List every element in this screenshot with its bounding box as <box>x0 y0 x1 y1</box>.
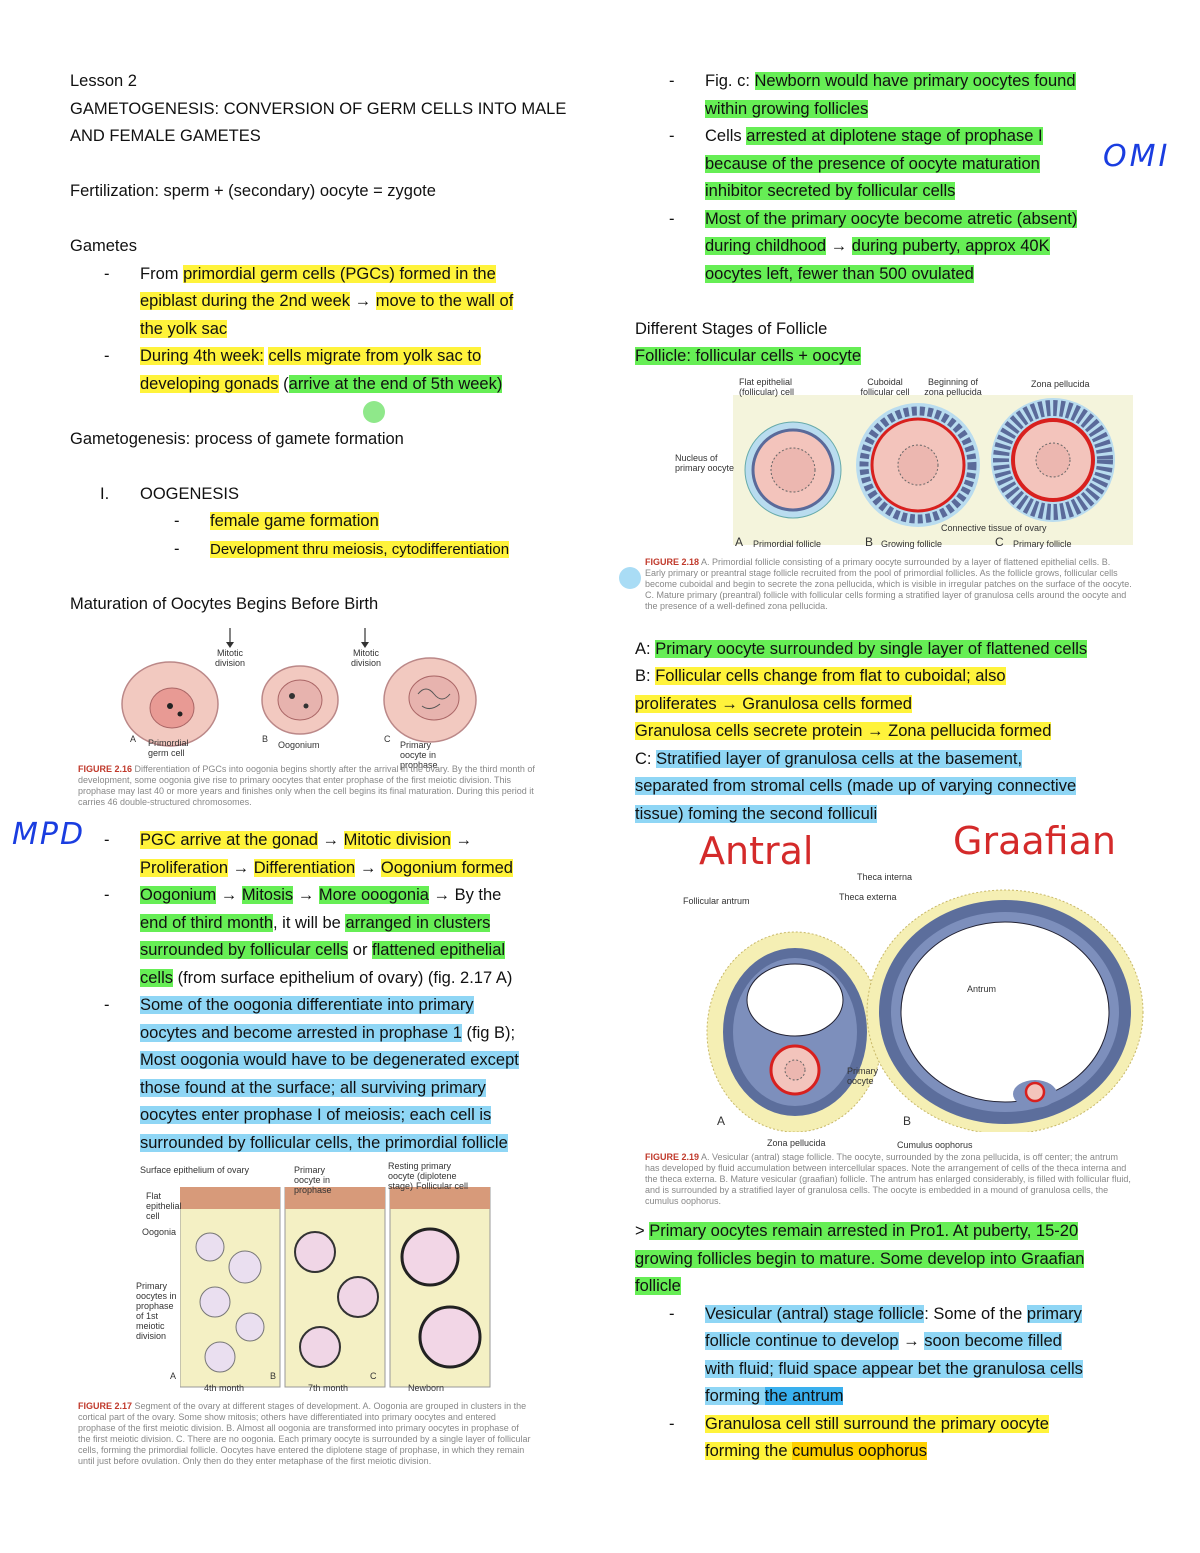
figure-2-19-illustration <box>706 889 1144 1132</box>
handwritten-omi: OMI <box>1103 139 1171 174</box>
blue-dot-marker <box>619 566 641 589</box>
fertilization-definition: Fertilization: sperm + (secondary) oocyt… <box>70 182 436 200</box>
diplotene-bullet: - Cells arrested at diplotene stage of p… <box>669 127 1171 200</box>
figure-2-18-caption: FIGURE 2.18 A. Primordial follicle consi… <box>645 556 1132 611</box>
gametes-heading: Gametes <box>70 237 137 255</box>
handwritten-mpd: MPD <box>12 817 86 852</box>
oogenesis-sub-2: - Development thru meiosis, cytodifferen… <box>174 539 510 558</box>
page-title-line1: GAMETOGENESIS: CONVERSION OF GERM CELLS … <box>70 99 567 118</box>
lesson-label: Lesson 2 <box>70 72 137 90</box>
oogenesis-heading: I. OOGENESIS <box>100 484 240 503</box>
figure-2-19-caption: FIGURE 2.19 A. Vesicular (antral) stage … <box>645 1152 1131 1206</box>
right-column: - Fig. c: Newborn would have primary ooc… <box>619 68 1171 1466</box>
figure-2-18-illustration <box>733 394 1133 545</box>
figure-2-16: Mitotic division Mitotic division A Prim… <box>70 624 540 819</box>
follicle-stages-heading: Different Stages of Follicle <box>635 319 828 338</box>
gametes-bullet-1: - From primordial germ cells (PGCs) form… <box>104 264 514 338</box>
stage-b-description: Follicular cells change from flat to cub… <box>655 667 1006 685</box>
vesicular-bullet: - Vesicular (antral) stage follicle: Som… <box>669 1304 1083 1405</box>
newborn-bullet: - Fig. c: Newborn would have primary ooc… <box>669 72 1076 118</box>
cumulus-bullet: - Granulosa cell still surround the prim… <box>669 1414 1049 1460</box>
figure-2-17-illustration <box>180 1187 491 1388</box>
follicle-definition: Follicle: follicular cells + oocyte <box>635 347 862 365</box>
stage-c-description: Stratified layer of granulosa cells at t… <box>656 749 1023 768</box>
figure-2-19: Antral Graafian Theca interna Theca exte… <box>635 822 1144 1210</box>
oogonia-bullet-1: - PGC arrive at the gonad → Mitotic divi… <box>104 831 513 877</box>
figure-2-17: Surface epithelium of ovary Primary oocy… <box>70 1161 540 1481</box>
figure-2-16-caption: FIGURE 2.16 Differentiation of PGCs into… <box>78 764 535 807</box>
atretic-bullet: - Most of the primary oocyte become atre… <box>669 209 1078 283</box>
page-title-line2: AND FEMALE GAMETES <box>70 127 261 145</box>
figure-2-18: Flat epithelial (follicular) cell Cuboid… <box>619 373 1135 628</box>
oogonia-bullet-3: - Some of the oogonia differentiate into… <box>104 996 519 1152</box>
zona-pellucida-note: Granulosa cells secrete protein → Zona p… <box>635 722 1052 740</box>
figure-2-16-illustration <box>121 628 477 747</box>
left-column: Lesson 2 GAMETOGENESIS: CONVERSION OF GE… <box>12 68 570 1489</box>
oogonia-bullets: MPD - PGC arrive at the gonad → Mitotic … <box>12 820 570 1157</box>
gametes-bullet-2: - During 4th week: cells migrate from yo… <box>104 347 503 393</box>
handwritten-graafian: Graafian <box>953 819 1116 863</box>
stage-a-description: Primary oocyte surrounded by single laye… <box>655 639 1088 658</box>
puberty-note: Primary oocytes remain arrested in Pro1.… <box>649 1222 1079 1240</box>
maturation-heading: Maturation of Oocytes Begins Before Birt… <box>70 594 379 613</box>
oogonia-bullet-2: - Oogonium → Mitosis → More ooogonia → B… <box>104 886 513 987</box>
oogenesis-sub-1: - female game formation <box>174 512 379 530</box>
handwritten-antral: Antral <box>699 829 814 873</box>
green-dot-marker <box>363 401 385 423</box>
figure-2-17-caption: FIGURE 2.17 Segment of the ovary at diff… <box>78 1401 531 1466</box>
gametogenesis-definition: Gametogenesis: process of gamete formati… <box>70 429 404 448</box>
